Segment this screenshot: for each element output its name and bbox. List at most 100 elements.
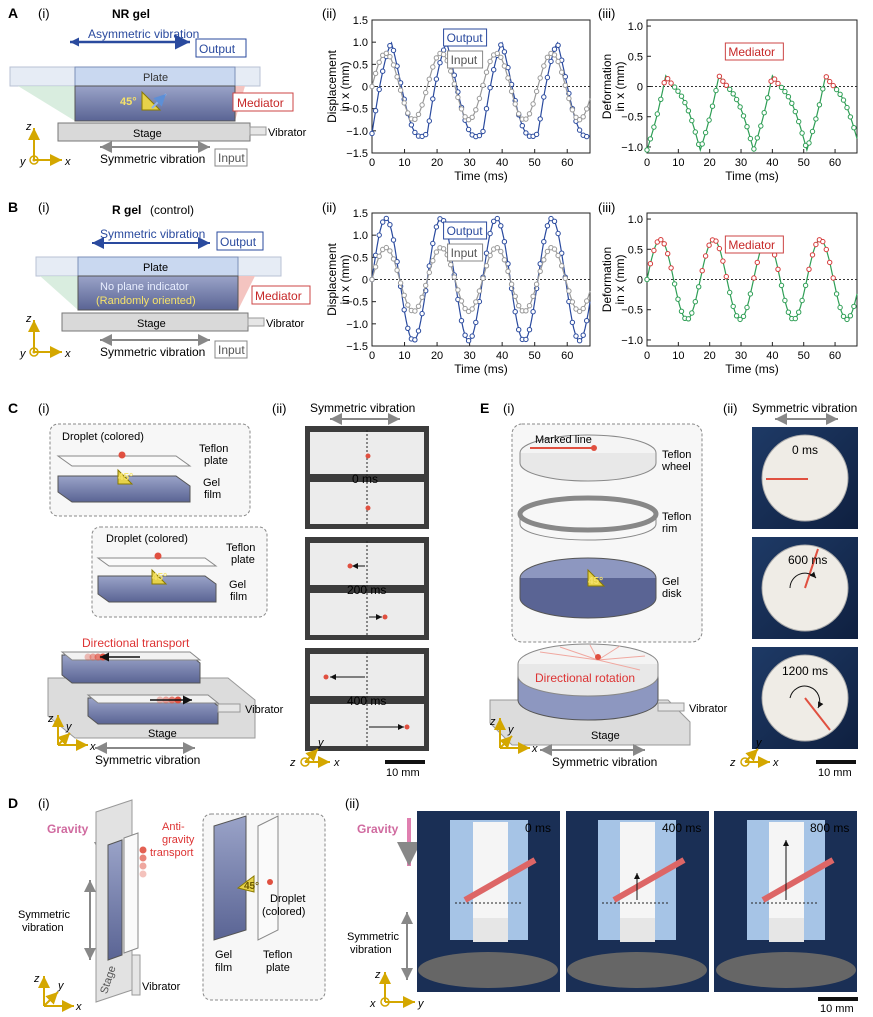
svg-text:z: z — [25, 313, 32, 325]
data-point — [696, 284, 702, 290]
data-point — [813, 116, 819, 122]
data-point — [419, 102, 425, 108]
svg-text:400 ms: 400 ms — [347, 694, 386, 708]
y-tick-label: 0.5 — [628, 244, 643, 256]
data-point — [580, 114, 586, 120]
no-plane-label: No plane indicator — [100, 281, 189, 293]
data-point — [494, 245, 500, 251]
data-point — [551, 46, 558, 52]
photo-e-600ms: 600 ms — [752, 537, 858, 639]
data-point — [412, 129, 418, 136]
y-tick-label: 0.5 — [353, 252, 368, 264]
svg-text:Directional rotation: Directional rotation — [535, 671, 635, 685]
data-point — [548, 215, 554, 222]
y-tick-label: −1.5 — [346, 341, 368, 353]
data-point — [562, 82, 568, 89]
svg-text:Gel: Gel — [229, 579, 246, 591]
data-point — [765, 95, 771, 101]
data-point — [727, 86, 733, 93]
data-point — [516, 327, 522, 333]
data-point — [802, 282, 809, 289]
data-point — [580, 305, 586, 312]
data-point — [796, 118, 802, 125]
data-point — [671, 281, 678, 287]
data-point — [376, 86, 382, 93]
data-point — [569, 299, 576, 305]
data-point — [576, 308, 583, 315]
y-tick-label: 1.0 — [628, 214, 643, 226]
data-point — [465, 308, 472, 315]
data-point — [651, 247, 657, 254]
data-point — [483, 106, 490, 112]
gel-block — [74, 85, 236, 122]
data-point — [699, 141, 705, 147]
data-point — [816, 102, 823, 108]
data-point — [747, 291, 754, 297]
y-tick-label: 0.5 — [628, 51, 643, 63]
data-point — [544, 54, 551, 60]
data-point — [512, 293, 518, 299]
data-point — [526, 303, 533, 309]
data-point — [844, 104, 850, 111]
legend-mediator: Mediator — [728, 238, 775, 252]
panel-letter: C — [8, 400, 18, 416]
data-point — [372, 108, 379, 114]
data-point — [820, 238, 826, 245]
y-axis-label-2: in x (mm) — [338, 255, 352, 305]
data-point — [405, 325, 411, 331]
svg-text:y: y — [65, 721, 73, 733]
data-point — [415, 111, 422, 118]
data-point — [376, 253, 382, 259]
svg-text:x: x — [64, 156, 71, 168]
svg-text:z: z — [289, 757, 296, 769]
data-point — [473, 107, 479, 113]
svg-text:Marked line: Marked line — [535, 434, 592, 446]
svg-text:y: y — [417, 998, 425, 1010]
data-point — [501, 49, 508, 55]
data-point — [487, 252, 493, 259]
data-point — [498, 223, 504, 229]
svg-text:E: E — [480, 400, 489, 416]
svg-text:400 ms: 400 ms — [662, 821, 701, 835]
data-point — [837, 304, 843, 311]
data-point — [584, 298, 590, 304]
data-point — [458, 298, 465, 304]
photo-stack-e: 0 ms 600 ms 1200 ms z y x 10 mm — [729, 427, 858, 779]
sub-label: (i) — [38, 6, 50, 21]
data-point — [584, 133, 590, 140]
teflon-plate — [56, 455, 192, 467]
data-point — [840, 313, 847, 320]
data-point — [530, 293, 536, 299]
data-point — [469, 306, 475, 312]
x-axis-label: Time (ms) — [725, 169, 779, 183]
data-point — [647, 261, 654, 267]
svg-text:Teflon: Teflon — [263, 949, 292, 961]
y-tick-label: 0.5 — [353, 59, 368, 71]
data-point — [847, 114, 854, 120]
y-tick-label: −1.5 — [346, 148, 368, 160]
data-point — [533, 88, 540, 95]
svg-text:45°: 45° — [152, 572, 167, 583]
legend-input-box — [447, 243, 484, 262]
data-point — [665, 76, 671, 82]
data-point — [405, 302, 411, 308]
data-point — [555, 252, 561, 259]
data-point — [720, 258, 726, 264]
y-axis-label: Deformation — [600, 247, 614, 312]
data-point — [462, 114, 468, 120]
data-point — [394, 267, 400, 273]
legend-input: Input — [451, 53, 478, 67]
data-point — [487, 85, 493, 91]
sym-label: Symmetric vibration — [100, 345, 205, 359]
data-point — [827, 259, 833, 266]
y-tick-label: −0.5 — [621, 305, 643, 317]
y-tick-label: 0 — [637, 275, 643, 287]
data-point — [761, 110, 767, 116]
x-tick-label: 20 — [431, 157, 443, 169]
data-point — [720, 78, 726, 84]
data-point — [523, 336, 529, 343]
data-point — [555, 58, 561, 65]
gel-title: NR gel — [112, 7, 150, 21]
data-point — [576, 338, 583, 344]
